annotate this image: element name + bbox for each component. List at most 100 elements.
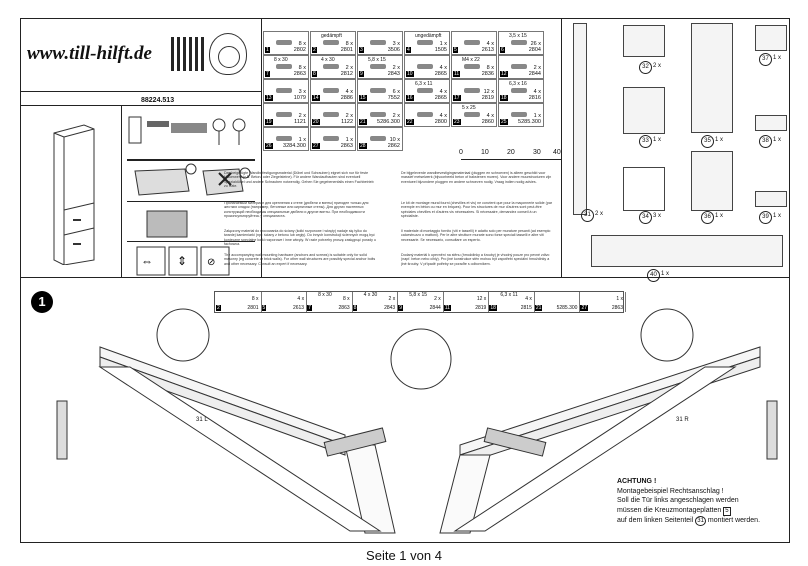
warning-line: Montagebeispiel Rechtsanschlag ! xyxy=(617,487,724,495)
part-code: 5286.300 xyxy=(377,119,400,125)
part-code: 2815 xyxy=(520,305,532,311)
hardware-icon xyxy=(417,88,433,93)
panel-qty: 1 x xyxy=(661,271,670,277)
part-qty: 2 x xyxy=(434,296,441,302)
part-dimension: 3,5 x 15 xyxy=(509,33,527,39)
part-code: 1079 xyxy=(293,95,306,101)
warning-line: müssen die Kreuzmontageplatten 5 xyxy=(617,506,731,516)
part-code: 2819 xyxy=(475,305,487,311)
panel-qty: 1 x xyxy=(715,137,724,143)
part-dimension: 5,8 x 15 xyxy=(409,292,428,298)
hardware-icon xyxy=(370,64,386,69)
mascot-face-image xyxy=(209,33,247,75)
panel-number: 39 xyxy=(759,211,772,224)
part-qty: 8 x xyxy=(251,296,259,302)
part-code: 5285.300 xyxy=(556,305,578,311)
part-qty: 4 x xyxy=(533,89,541,95)
part-code: 2844 xyxy=(429,305,441,311)
part-code: 2801 xyxy=(247,305,259,311)
part-qty: 10 x xyxy=(389,137,400,143)
step-1-assembly-drawing xyxy=(56,308,778,534)
part-code: 2800 xyxy=(434,119,447,125)
part-number: 25 xyxy=(500,119,508,125)
part-code: 2843 xyxy=(387,71,400,77)
divider xyxy=(121,105,122,277)
panel-39 xyxy=(755,191,787,207)
part-code: 2836 xyxy=(481,71,494,77)
part-number: 13 xyxy=(265,95,273,101)
hardware-icon xyxy=(417,64,433,69)
part-qty: 1 x xyxy=(533,113,541,119)
part-dimension: M4 x 22 xyxy=(462,57,480,63)
panel-qty: 1 x xyxy=(773,55,782,61)
panel-number: 36 xyxy=(701,211,714,224)
svg-text:⊘: ⊘ xyxy=(207,257,215,268)
step-hardware-cell: 9 2 x 2844 5,8 x 15 xyxy=(397,292,444,312)
part-number: 8 xyxy=(312,71,317,77)
part-qty: 8 x xyxy=(298,65,306,71)
part-number: 16 xyxy=(406,95,414,101)
panel-qty: 1 x xyxy=(773,137,782,143)
warning-line: auf dem linken Seitenteil 31 montiert we… xyxy=(617,515,761,526)
part-dimension: 4 x 30 xyxy=(321,57,335,63)
part-dimension: 5,8 x 15 xyxy=(368,57,386,63)
panel-number: 35 xyxy=(701,135,714,148)
hardware-icon xyxy=(323,88,339,93)
panel-label-right: 31 R xyxy=(676,417,689,423)
part-number: 8 xyxy=(352,305,358,311)
part-code: 2886 xyxy=(340,95,353,101)
part-qty: 4 x xyxy=(439,113,447,119)
part-number: 11 xyxy=(443,305,451,311)
part-qty: 8 x xyxy=(342,296,350,302)
part-number: 21 xyxy=(359,119,367,125)
hardware-icon xyxy=(511,88,527,93)
hardware-icon xyxy=(417,112,433,117)
divider xyxy=(21,105,261,106)
part-number: 18 xyxy=(489,305,497,311)
part-code: 2812 xyxy=(340,71,353,77)
panel-36 xyxy=(691,151,733,211)
part-number: 9 xyxy=(359,71,364,77)
part-number: 27 xyxy=(580,305,588,311)
hardware-icon xyxy=(323,40,339,45)
ruler-tick: 10 xyxy=(481,149,489,156)
part-qty: 2 x xyxy=(392,65,400,71)
part-code: 2865 xyxy=(434,71,447,77)
part-code: 2819 xyxy=(481,95,494,101)
part-qty: 26 x xyxy=(530,41,541,47)
part-qty: 1 x xyxy=(345,137,353,143)
panel-40 xyxy=(591,235,783,267)
hardware-icon xyxy=(276,136,292,141)
part-number: 23 xyxy=(453,119,461,125)
part-number: 28 xyxy=(359,143,367,149)
part-code: 2860 xyxy=(481,119,494,125)
divider xyxy=(261,19,262,277)
ruler-tick: 0 xyxy=(459,149,463,156)
instruction-text-ru: Прилагаемый материал для крепления к сте… xyxy=(224,201,369,219)
part-number: 9 xyxy=(398,305,403,311)
part-code: 3506 xyxy=(387,47,400,53)
part-number: 26 xyxy=(265,143,273,149)
hardware-icon xyxy=(511,112,527,117)
ruler-tick: 40 xyxy=(553,149,561,156)
hardware-icon xyxy=(276,112,292,117)
part-qty: 2 x xyxy=(345,113,353,119)
panel-qty: 2 x xyxy=(653,63,662,69)
part-qty: 4 x xyxy=(525,296,532,302)
part-dimension: 6,3 x 11 xyxy=(415,81,433,87)
divider xyxy=(21,91,261,92)
cabinet-illustration xyxy=(53,124,95,265)
part-qty: 8 x xyxy=(298,41,306,47)
